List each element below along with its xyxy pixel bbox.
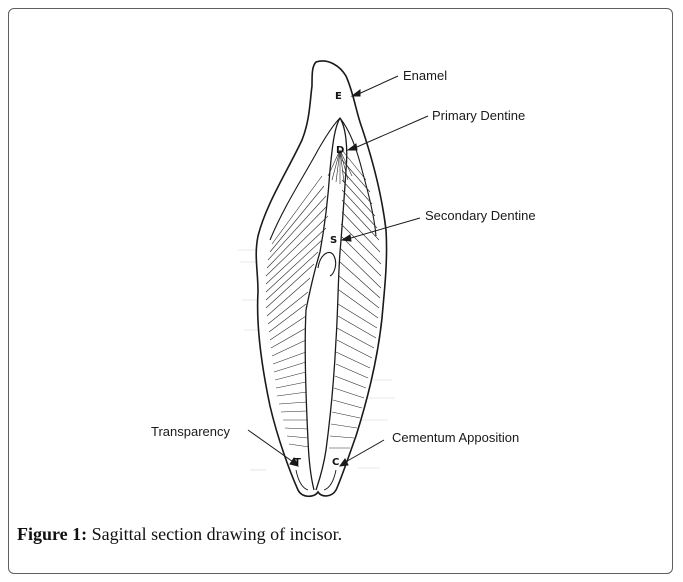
figure-caption: Figure 1: Sagittal section drawing of in… xyxy=(17,524,342,545)
label-cementum-apposition: Cementum Apposition xyxy=(392,431,519,444)
caption-prefix: Figure 1: xyxy=(17,524,87,544)
label-enamel: Enamel xyxy=(403,69,447,82)
enamel-arrowhead xyxy=(352,90,360,96)
label-transparency: Transparency xyxy=(151,425,230,438)
tooth-outline xyxy=(256,61,386,496)
letter-c: C xyxy=(332,458,339,468)
label-secondary-dentine: Secondary Dentine xyxy=(425,209,536,222)
caption-text: Sagittal section drawing of incisor. xyxy=(87,524,342,544)
letter-t: T xyxy=(294,458,301,468)
letter-d: D xyxy=(336,146,344,156)
enamel-leader xyxy=(354,76,398,96)
letter-e: E xyxy=(335,92,342,102)
label-primary-dentine: Primary Dentine xyxy=(432,109,525,122)
letter-s: S xyxy=(330,236,337,246)
